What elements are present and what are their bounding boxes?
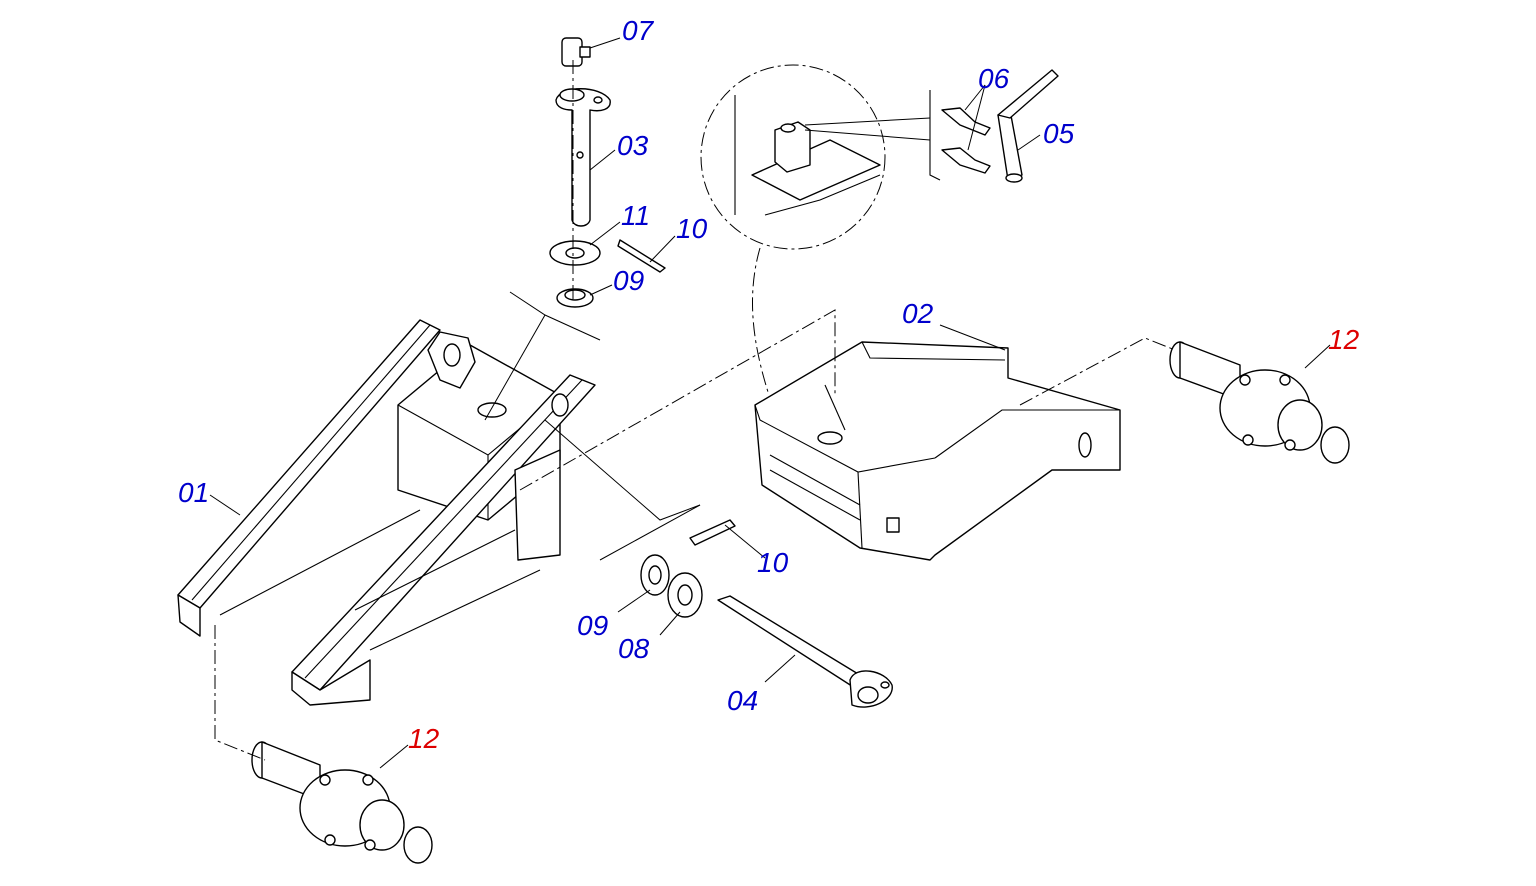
label-09-bottom: 09 <box>577 610 608 641</box>
label-03: 03 <box>617 130 649 161</box>
part-02-bracket <box>754 341 1121 561</box>
label-05: 05 <box>1043 118 1075 149</box>
detail-view-circle <box>700 64 931 393</box>
assembly-lines <box>214 291 1176 761</box>
part-labels: 07 03 11 10 09 01 02 06 05 12 10 09 08 0… <box>178 15 1360 754</box>
label-12-left: 12 <box>408 723 440 754</box>
label-10-bottom: 10 <box>757 547 789 578</box>
label-02: 02 <box>902 298 934 329</box>
label-11: 11 <box>621 200 650 231</box>
label-09-top: 09 <box>613 265 644 296</box>
label-07: 07 <box>622 15 655 46</box>
label-06: 06 <box>978 63 1010 94</box>
label-04: 04 <box>727 685 758 716</box>
horizontal-pin-stack <box>640 519 893 708</box>
part-05-06-pin-clips <box>929 69 1059 183</box>
label-08: 08 <box>618 633 650 664</box>
leader-lines <box>209 37 1331 769</box>
vertical-pin-stack <box>549 37 666 308</box>
label-01: 01 <box>178 477 209 508</box>
part-01-a-frame <box>177 319 596 706</box>
part-12-hub-right <box>1169 341 1350 464</box>
label-12-right: 12 <box>1328 324 1360 355</box>
label-10-top: 10 <box>676 213 708 244</box>
part-12-hub-left <box>251 741 433 864</box>
